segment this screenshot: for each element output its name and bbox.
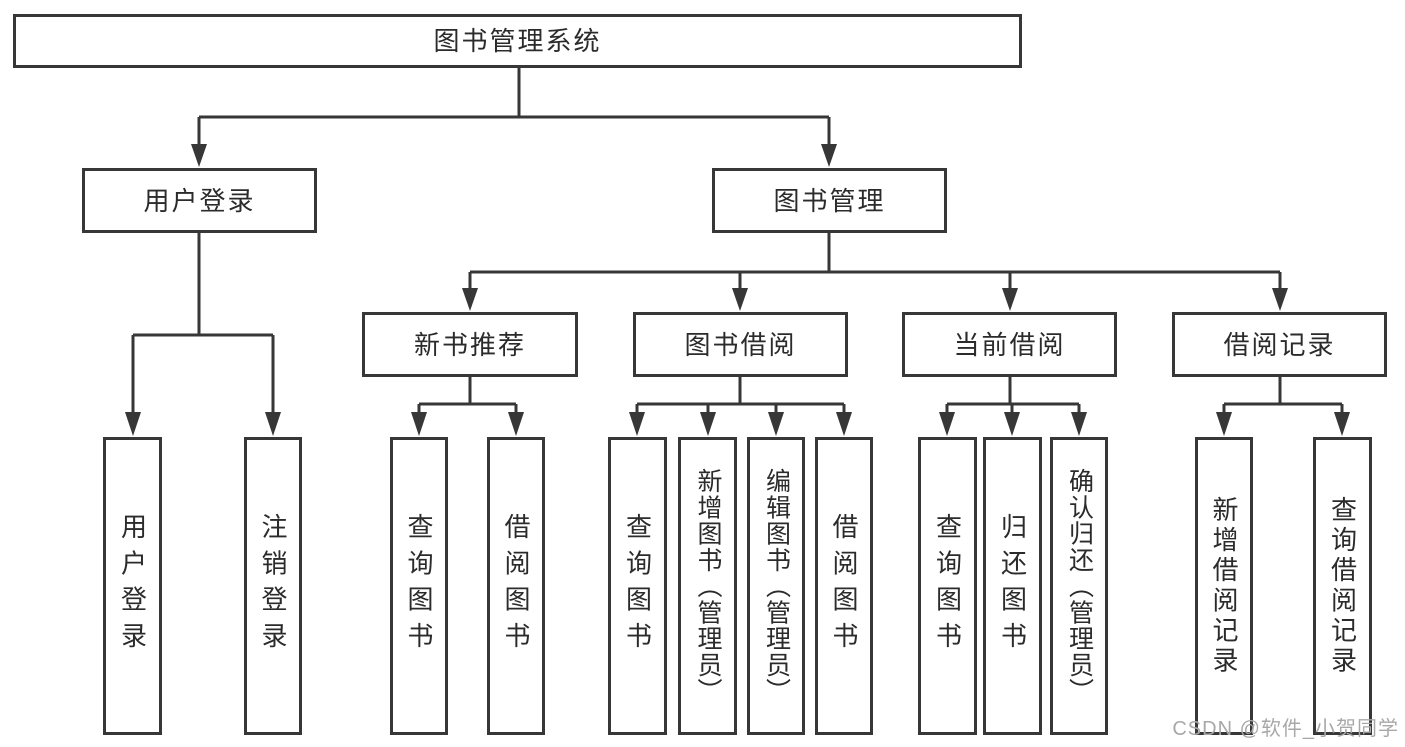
leaf-query-books-recommend: 查询图书	[390, 437, 448, 735]
leaf-borrow-books-recommend: 借阅图书	[487, 437, 545, 735]
leaf-user-login: 用户登录	[103, 437, 162, 735]
leaf-query-books-current: 查询图书	[918, 437, 977, 735]
node-book-management-module: 图书管理	[712, 168, 947, 233]
node-book-borrowing: 图书借阅	[633, 312, 848, 377]
leaf-add-borrow-record: 新增借阅记录	[1195, 437, 1253, 735]
leaf-borrow-books-borrowing: 借阅图书	[815, 437, 873, 735]
leaf-query-borrow-record: 查询借阅记录	[1313, 437, 1372, 735]
leaf-confirm-return-admin: 确认归还（管理员）	[1050, 437, 1108, 735]
leaf-edit-book-admin: 编辑图书（管理员）	[747, 437, 805, 735]
leaf-add-book-admin: 新增图书（管理员）	[678, 437, 737, 735]
node-current-borrowing: 当前借阅	[902, 312, 1117, 377]
node-new-book-recommend: 新书推荐	[362, 312, 578, 377]
node-borrowing-records: 借阅记录	[1172, 312, 1387, 377]
leaf-return-book: 归还图书	[983, 437, 1042, 735]
node-user-login-module: 用户登录	[82, 168, 317, 233]
leaf-logout: 注销登录	[244, 437, 302, 735]
csdn-watermark: CSDN @软件_小贺同学	[1172, 718, 1399, 740]
node-root-system: 图书管理系统	[13, 14, 1022, 68]
leaf-query-books-borrowing: 查询图书	[608, 437, 667, 735]
